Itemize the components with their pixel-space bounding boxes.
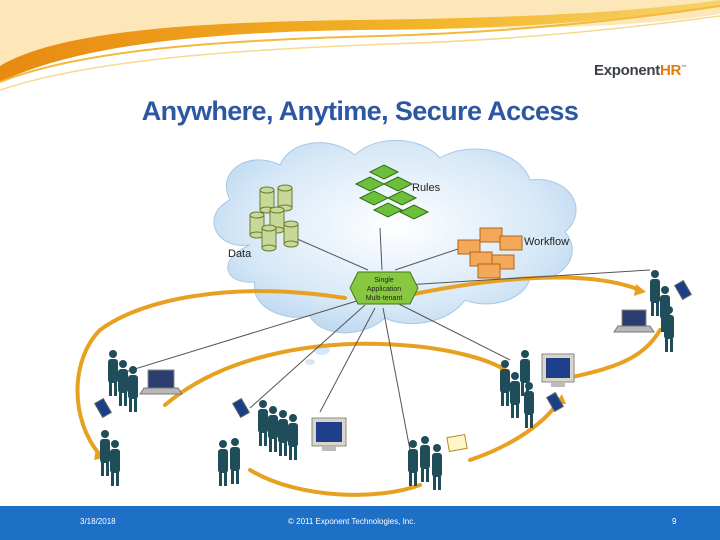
rules-cubes-icon <box>354 164 430 220</box>
footer-date: 3/18/2018 <box>80 517 116 526</box>
label-rules: Rules <box>412 182 441 194</box>
label-data: Data <box>228 248 252 260</box>
hub-label: Single Application Multi-tenant <box>349 276 419 303</box>
hub-label-line2: Application <box>366 286 402 293</box>
footer-page-number: 9 <box>672 517 677 526</box>
workflow-folders-icon <box>457 227 523 279</box>
pda-icon <box>93 279 693 419</box>
footer-copyright: © 2011 Exponent Technologies, Inc. <box>288 517 416 526</box>
exponenthr-logo: ExponentHR™ <box>594 62 687 79</box>
footer-bar <box>0 506 720 540</box>
hub-label-line3: Multi-tenant <box>365 295 403 302</box>
logo-trademark: ™ <box>681 65 687 71</box>
header-swoosh <box>0 0 720 91</box>
slide-title: Anywhere, Anytime, Secure Access <box>141 96 579 126</box>
database-icon <box>249 184 299 252</box>
hub-hexagon <box>349 271 419 305</box>
logo-text-accent: HR <box>659 62 682 79</box>
laptop-icon <box>139 309 655 395</box>
desktop-computer-icon <box>311 353 575 451</box>
label-workflow: Workflow <box>524 236 570 248</box>
people-group-icon <box>100 270 674 490</box>
note-icon <box>446 433 468 453</box>
logo-text-main: Exponent <box>594 62 660 79</box>
hub-label-line1: Single <box>374 277 394 284</box>
